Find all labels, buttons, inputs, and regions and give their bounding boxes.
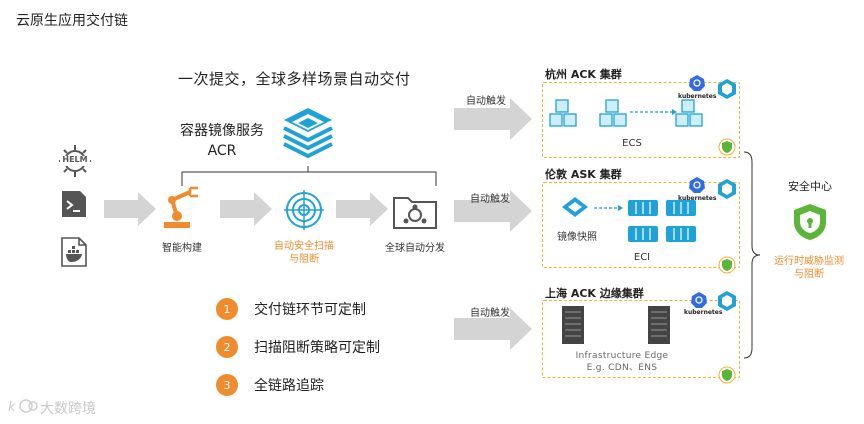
feature-text: 扫描阻断策略可定制 [254,340,380,356]
cluster-title-london: 伦敦 ASK 集群 [545,168,622,181]
edge-infra-line2: E.g. CDN、ENS [586,363,658,373]
arrow-to-london [454,190,532,232]
cluster-box-shanghai [542,300,740,378]
eci-caption: ECI [633,252,651,263]
kubernetes-label: kubernetes [678,195,717,202]
feature-item: 3 全链路追踪 [216,374,324,396]
arrow-scan-to-distribute [336,192,388,226]
page-title: 云原生应用交付链 [16,13,128,29]
svg-text:k: k [8,400,16,415]
image-snapshot-icon [562,197,588,217]
hex-node-icon [718,79,736,99]
feature-text: 全链路追踪 [254,378,324,394]
feature-number: 3 [216,374,238,396]
trigger-label-london: 自动触发 [470,194,510,205]
arrow-sources-to-build [104,192,156,226]
edge-servers-icon [562,306,670,344]
shield-badge-icon [718,366,736,384]
watermark-text: 大数跨境 [40,401,96,417]
arrow-build-to-scan [220,192,272,226]
snapshot-label: 镜像快照 [557,232,597,243]
arrow-to-hangzhou [454,98,532,140]
step-label-build: 智能构建 [162,243,202,254]
acr-layers-icon [283,108,333,159]
feature-item: 2 扫描阻断策略可定制 [216,336,380,358]
acr-label: 容器镜像服务 ACR [172,121,272,161]
feature-item: 1 交付链环节可定制 [216,298,366,320]
headline: 一次提交，全球多样场景自动交付 [178,70,411,88]
edge-infra-line1: Infrastructure Edge [575,351,669,361]
step-label-scan: 自动安全扫描 与阻断 [274,241,334,265]
step-label-distribute: 全球自动分发 [385,243,445,254]
acr-label-line2: ACR [207,143,237,159]
arrow-to-shanghai [454,308,532,350]
trigger-label-shanghai: 自动触发 [470,308,510,319]
eci-containers-icon [628,200,696,242]
watermark-logo: k [8,399,38,415]
shield-badge-icon [718,138,736,156]
feature-number: 2 [216,336,238,358]
helm-label: HELM [62,155,88,164]
ecs-cubes-icon [549,99,703,127]
security-center-title: 安全中心 [788,180,832,193]
acr-bracket [181,166,437,186]
kubernetes-icon [689,75,705,91]
ecs-caption: ECS [622,138,642,149]
shield-badge-icon [718,256,736,274]
security-note: 运行时威胁监测 与阻断 [774,256,844,280]
hex-node-icon [718,179,736,199]
kubernetes-label: kubernetes [678,93,717,100]
terminal-script-icon [62,191,86,217]
kubernetes-icon [691,292,707,308]
kubernetes-icon [689,177,705,193]
cluster-title-shanghai: 上海 ACK 边缘集群 [545,287,644,300]
cluster-title-hangzhou: 杭州 ACK 集群 [545,68,622,81]
cluster-box-london [542,182,740,268]
dockerfile-icon [61,237,87,267]
acr-label-line1: 容器镜像服务 [180,123,264,139]
kubernetes-label: kubernetes [684,309,723,316]
hex-node-icon [718,291,736,311]
edge-infra-caption: Infrastructure Edge E.g. CDN、ENS [562,350,682,374]
security-bracket [743,151,761,359]
snapshot-dashed-arrow [594,205,623,211]
feature-text: 交付链环节可定制 [254,302,366,318]
trigger-label-hangzhou: 自动触发 [466,96,506,107]
security-shield-icon [794,204,826,240]
cluster-box-hangzhou [542,82,740,158]
feature-number: 1 [216,298,238,320]
distribution-folder-icon [393,197,437,229]
scan-target-icon [284,190,324,230]
helm-icon [59,145,91,177]
robot-arm-icon [164,186,198,228]
